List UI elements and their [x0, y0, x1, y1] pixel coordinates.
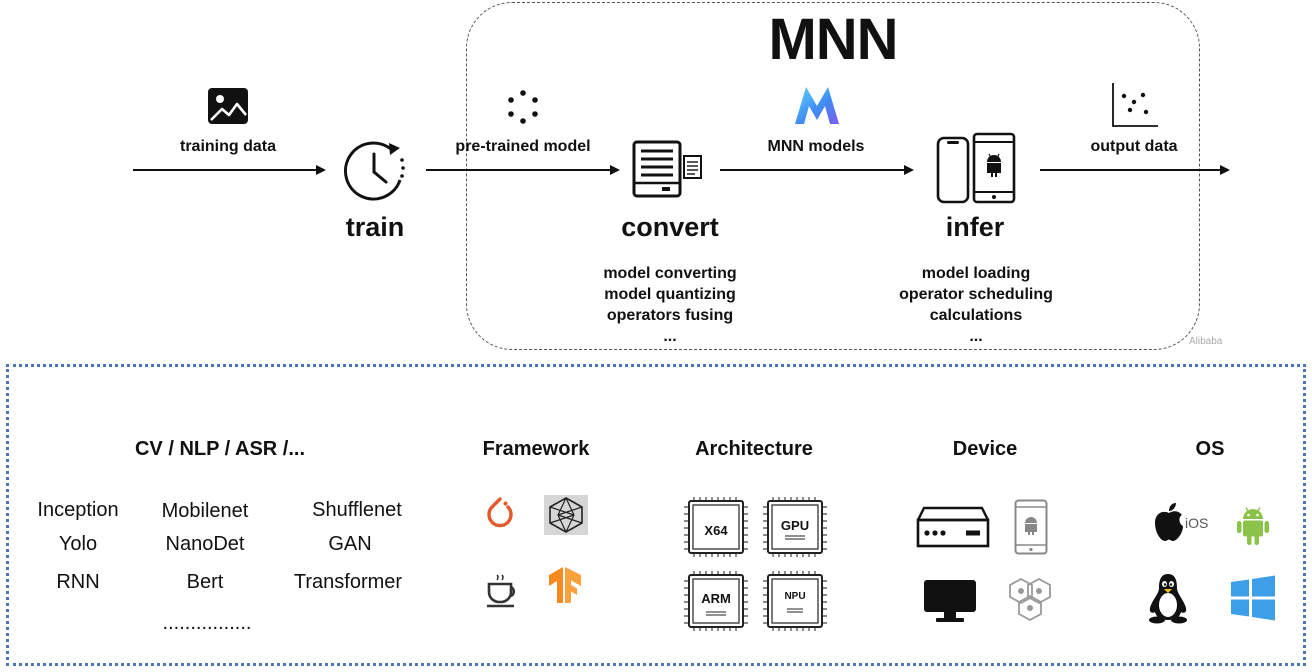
- arrow-pretrained: [426, 169, 612, 171]
- arrow-head: [1220, 164, 1230, 175]
- arrow-head: [316, 164, 326, 175]
- model-name: Inception: [37, 499, 119, 521]
- server-icon: [632, 140, 702, 198]
- support-region: [6, 364, 1306, 666]
- windows-icon: [1231, 575, 1275, 621]
- label-training-data: training data: [179, 138, 276, 155]
- image-icon: [208, 88, 248, 124]
- mnn-title: MNN: [768, 7, 898, 72]
- os-heading: OS: [1195, 438, 1225, 460]
- architecture-heading: Architecture: [695, 438, 813, 460]
- arrow-output: [1040, 169, 1222, 171]
- tensorflow-icon: [549, 567, 581, 603]
- models-heading: CV / NLP / ASR /...: [134, 438, 306, 460]
- ring-dots-icon: [508, 90, 538, 124]
- arrow-head: [610, 164, 620, 175]
- model-name: NanoDet: [165, 533, 245, 555]
- model-name: Shufflenet: [312, 499, 402, 521]
- mnn-logo-icon: [795, 87, 839, 124]
- onnx-icon: [544, 495, 588, 535]
- linux-icon: [1149, 574, 1187, 624]
- chip-arm-icon: [684, 571, 748, 631]
- mnn-region: [466, 2, 1200, 350]
- chip-label: X64: [704, 523, 728, 538]
- model-ellipsis: ................: [162, 612, 252, 634]
- ios-label: iOS: [1185, 515, 1209, 531]
- arrow-mnn-models: [720, 169, 906, 171]
- apple-icon: [1155, 503, 1183, 541]
- chip-label: NPU: [784, 591, 806, 602]
- device-heading: Device: [952, 438, 1018, 460]
- arrow-training: [133, 169, 318, 171]
- arrow-head: [904, 164, 914, 175]
- model-name: Mobilenet: [161, 500, 249, 522]
- pytorch-icon: [487, 497, 513, 528]
- router-icon: [916, 506, 990, 548]
- model-name: GAN: [328, 533, 372, 555]
- iot-hex-icon: [1009, 577, 1051, 622]
- label-pretrained-model: pre-trained model: [455, 138, 591, 155]
- chip-label: GPU: [780, 518, 810, 533]
- phone-android-icon: [936, 132, 1016, 204]
- scatter-plot-icon: [1112, 83, 1158, 127]
- model-name: Yolo: [58, 533, 98, 555]
- model-name: RNN: [56, 571, 100, 593]
- stage-convert: convert: [621, 212, 719, 242]
- convert-description: model converting model quantizing operat…: [603, 265, 737, 345]
- model-name: Bert: [186, 571, 224, 593]
- chip-gpu-icon: [763, 497, 827, 557]
- clock-icon: [343, 141, 405, 201]
- monitor-icon: [924, 580, 976, 622]
- label-mnn-models: MNN models: [767, 138, 865, 155]
- stage-infer: infer: [945, 212, 1005, 242]
- infer-description: model loading operator scheduling calcul…: [899, 265, 1053, 345]
- tablet-android-icon: [1014, 499, 1048, 555]
- caffe-icon: [487, 574, 515, 608]
- chip-x64-icon: [684, 497, 748, 557]
- watermark: Alibaba: [1189, 336, 1223, 347]
- label-output-data: output data: [1090, 138, 1178, 155]
- chip-label: ARM: [701, 591, 731, 606]
- chip-npu-icon: [763, 571, 827, 631]
- stage-train: train: [345, 212, 405, 242]
- framework-heading: Framework: [482, 438, 590, 460]
- android-icon: [1237, 507, 1269, 545]
- model-name: Transformer: [293, 571, 403, 593]
